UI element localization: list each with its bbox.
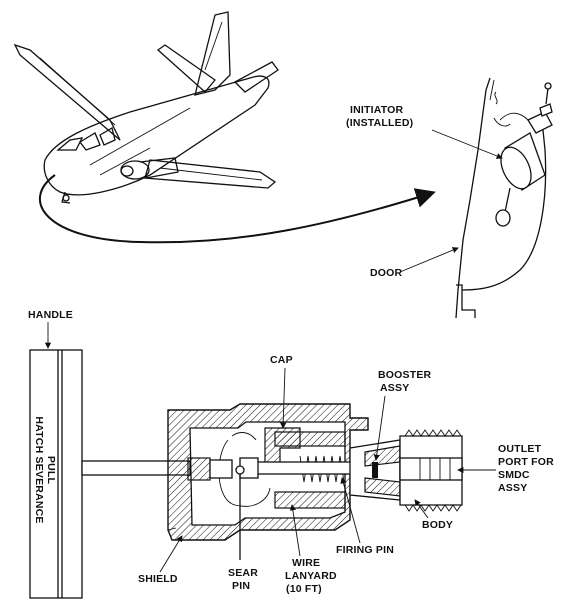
firing-pin-label: FIRING PIN [336, 544, 394, 556]
handle-text-line1: PULL [45, 456, 57, 485]
door-leader [399, 247, 459, 273]
booster-leader [373, 395, 386, 461]
body-leader [414, 499, 429, 519]
initiator-door-detail [455, 77, 553, 319]
sear-pin-label-line2: PIN [232, 580, 250, 592]
outlet-label-line1: OUTLET [498, 443, 542, 455]
cap-leader [280, 367, 287, 429]
location-arrow [38, 174, 436, 244]
outlet-label-line2: PORT FOR [498, 456, 554, 468]
lanyard-label-line1: WIRE [292, 557, 320, 569]
outlet-label-line3: SMDC [498, 469, 530, 481]
lanyard-label-line3: (10 FT) [286, 583, 322, 595]
pull-handle [29, 349, 83, 599]
handle-text-line2: HATCH SEVERANCE [33, 416, 45, 523]
shield-label: SHIELD [138, 573, 178, 585]
initiator-label-line2: (INSTALLED) [346, 117, 413, 129]
aircraft-illustration [13, 11, 279, 204]
booster-label-line1: BOOSTER [378, 369, 432, 381]
initiator-cross-section [167, 403, 463, 560]
handle-label: HANDLE [28, 309, 73, 321]
cap-label: CAP [270, 354, 293, 366]
outlet-label-line4: ASSY [498, 482, 527, 494]
shield-leader [159, 535, 183, 573]
lanyard-label-line2: LANYARD [285, 570, 337, 582]
booster-label-line2: ASSY [380, 382, 409, 394]
sear-pin-label-line1: SEAR [228, 567, 258, 579]
initiator-leader [431, 129, 503, 159]
body-label: BODY [422, 519, 453, 531]
initiator-label-line1: INITIATOR [350, 104, 404, 116]
door-label: DOOR [370, 267, 403, 279]
lanyard-leader [289, 504, 301, 557]
firing-pin-leader [340, 477, 361, 544]
